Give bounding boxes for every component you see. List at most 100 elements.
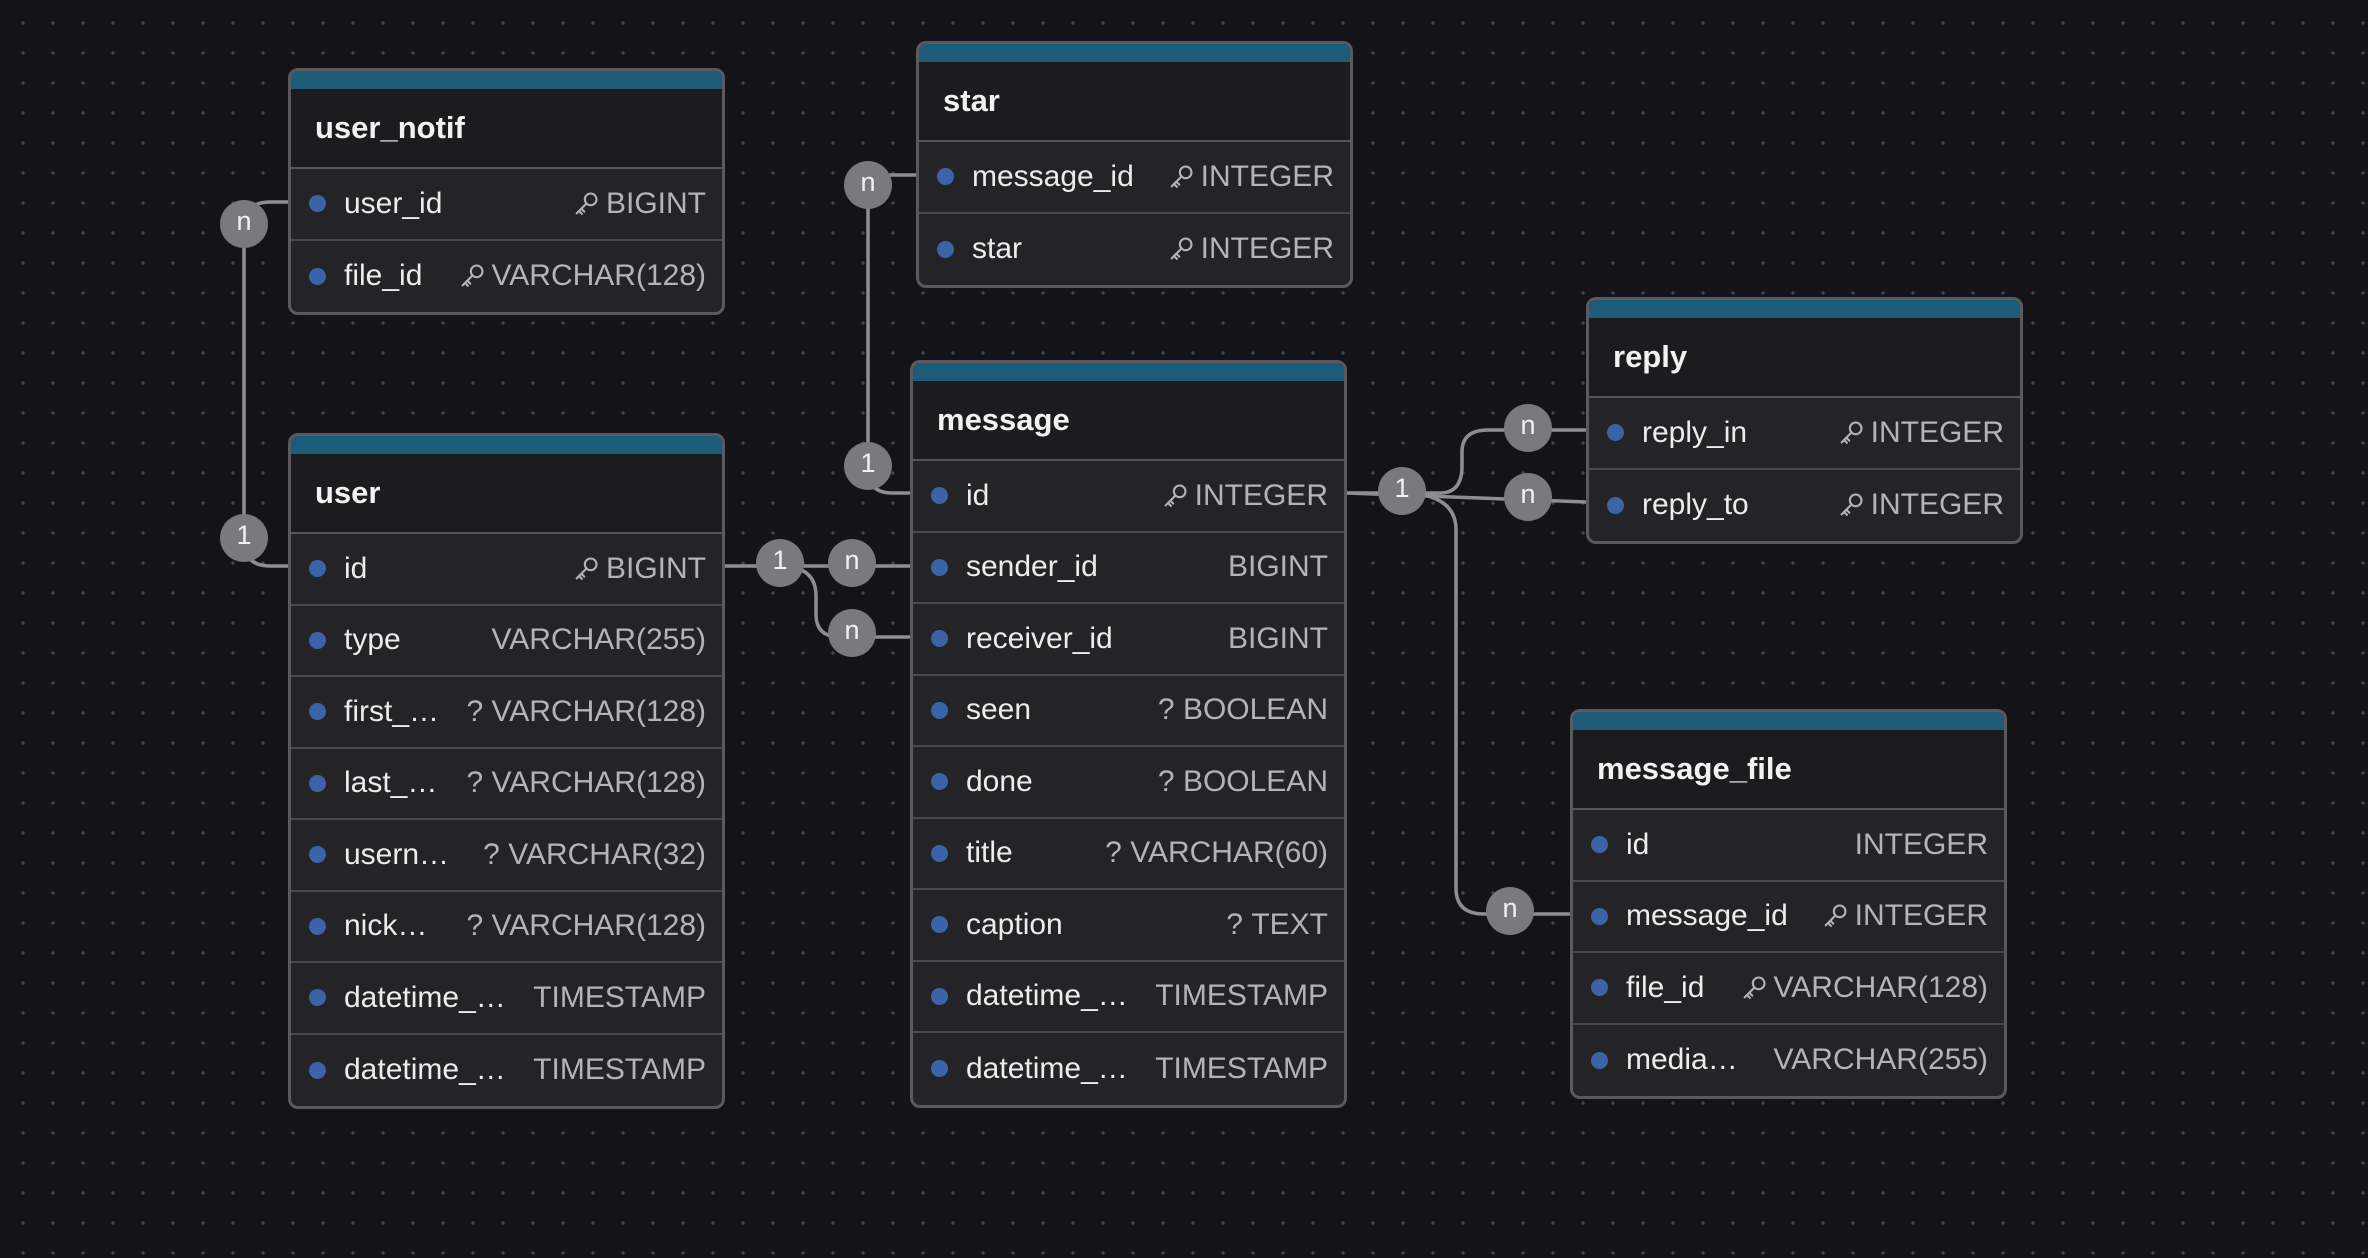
- field-row[interactable]: nick…? VARCHAR(128): [291, 892, 722, 963]
- field-handle-dot[interactable]: [1591, 836, 1608, 854]
- field-type: ? VARCHAR(128): [466, 766, 706, 800]
- field-type-label: VARCHAR(32): [508, 837, 706, 871]
- field-handle-dot[interactable]: [931, 773, 948, 791]
- field-handle-dot[interactable]: [1591, 1051, 1608, 1069]
- field-type: ? VARCHAR(32): [483, 838, 706, 872]
- field-handle-dot[interactable]: [931, 844, 948, 862]
- field-handle-dot[interactable]: [1607, 424, 1624, 442]
- field-handle-dot[interactable]: [309, 989, 326, 1007]
- field-row[interactable]: seen ? BOOLEAN: [913, 676, 1344, 747]
- field-handle-dot[interactable]: [931, 701, 948, 719]
- field-row[interactable]: type VARCHAR(255): [291, 606, 722, 677]
- key-icon: [461, 264, 484, 288]
- relationship-edge[interactable]: [866, 173, 916, 495]
- field-type: ? VARCHAR(60): [1105, 836, 1328, 870]
- field-row[interactable]: last_…? VARCHAR(128): [291, 749, 722, 820]
- table-title: user: [291, 454, 722, 534]
- field-handle-dot[interactable]: [309, 703, 326, 721]
- field-name: reply_to: [1642, 488, 1749, 522]
- field-row[interactable]: datetime_…TIMESTAMP: [913, 962, 1344, 1033]
- field-name: title: [966, 836, 1013, 870]
- field-row[interactable]: media… VARCHAR(255): [1573, 1025, 2004, 1097]
- field-handle-dot[interactable]: [309, 846, 326, 864]
- key-icon: [1840, 421, 1863, 444]
- field-handle-dot[interactable]: [309, 560, 326, 578]
- field-row[interactable]: done? BOOLEAN: [913, 747, 1344, 819]
- field-name: seen: [966, 693, 1032, 727]
- field-type: ? BOOLEAN: [1158, 765, 1328, 799]
- field-handle-dot[interactable]: [931, 630, 948, 648]
- relationship-edge[interactable]: [242, 200, 288, 568]
- field-row[interactable]: datetime_…TIMESTAMP: [913, 1033, 1344, 1105]
- field-row[interactable]: caption? TEXT: [913, 890, 1344, 962]
- nullable-marker: ?: [466, 694, 484, 728]
- field-handle-dot[interactable]: [309, 774, 326, 792]
- cardinality-badge: n: [844, 161, 892, 209]
- field-handle-dot[interactable]: [1591, 907, 1608, 925]
- field-handle-dot[interactable]: [309, 267, 326, 285]
- field-handle-dot[interactable]: [309, 1061, 326, 1079]
- field-row[interactable]: usern… ? VARCHAR(32): [291, 820, 722, 892]
- field-type: ? BOOLEAN: [1158, 693, 1328, 727]
- field-handle-dot[interactable]: [931, 1060, 948, 1078]
- field-row[interactable]: datetime_…TIMESTAMP: [291, 1035, 722, 1107]
- field-handle-dot[interactable]: [309, 195, 326, 213]
- field-type-label: INTEGER: [1200, 232, 1334, 266]
- field-name: datetime_…: [344, 980, 506, 1014]
- field-type: VARCHAR(255): [1774, 1043, 1989, 1077]
- field-row[interactable]: title ? VARCHAR(60): [913, 819, 1344, 890]
- field-row[interactable]: first_…? VARCHAR(128): [291, 677, 722, 749]
- table-header-accent: [1573, 712, 2004, 730]
- field-handle-dot[interactable]: [937, 168, 954, 186]
- field-handle-dot[interactable]: [1591, 979, 1608, 997]
- field-type: ? VARCHAR(128): [466, 909, 706, 943]
- field-type: INTEGER: [1837, 416, 2004, 450]
- field-type-label: BIGINT: [1227, 621, 1328, 655]
- field-handle-dot[interactable]: [931, 916, 948, 934]
- relationship-edge[interactable]: [1399, 491, 1570, 916]
- field-name: datetime_…: [966, 1051, 1128, 1085]
- field-name: type: [344, 623, 401, 657]
- field-name: usern…: [344, 837, 450, 871]
- relationship-edge[interactable]: [1347, 428, 1586, 495]
- relationship-edge[interactable]: [779, 564, 910, 639]
- field-type-label: BOOLEAN: [1182, 693, 1328, 727]
- field-handle-dot[interactable]: [931, 987, 948, 1005]
- field-handle-dot[interactable]: [1607, 496, 1624, 514]
- field-type: INTEGER: [1855, 828, 1988, 862]
- field-type: VARCHAR(128): [1740, 971, 1988, 1005]
- field-row[interactable]: datetime_…TIMESTAMP: [291, 963, 722, 1035]
- relationship-edge[interactable]: [1346, 491, 1587, 504]
- field-handle-dot[interactable]: [937, 240, 954, 258]
- field-handle-dot[interactable]: [931, 558, 948, 576]
- field-name: media…: [1626, 1043, 1738, 1077]
- field-name: user_id: [344, 186, 443, 220]
- field-type: INTEGER: [1821, 899, 1988, 933]
- field-handle-dot[interactable]: [309, 631, 326, 649]
- field-handle-dot[interactable]: [309, 917, 326, 935]
- field-type-label: VARCHAR(255): [491, 623, 707, 657]
- field-handle-dot[interactable]: [931, 487, 948, 505]
- table-header-accent: [291, 436, 722, 454]
- field-type-label: BIGINT: [1227, 550, 1328, 584]
